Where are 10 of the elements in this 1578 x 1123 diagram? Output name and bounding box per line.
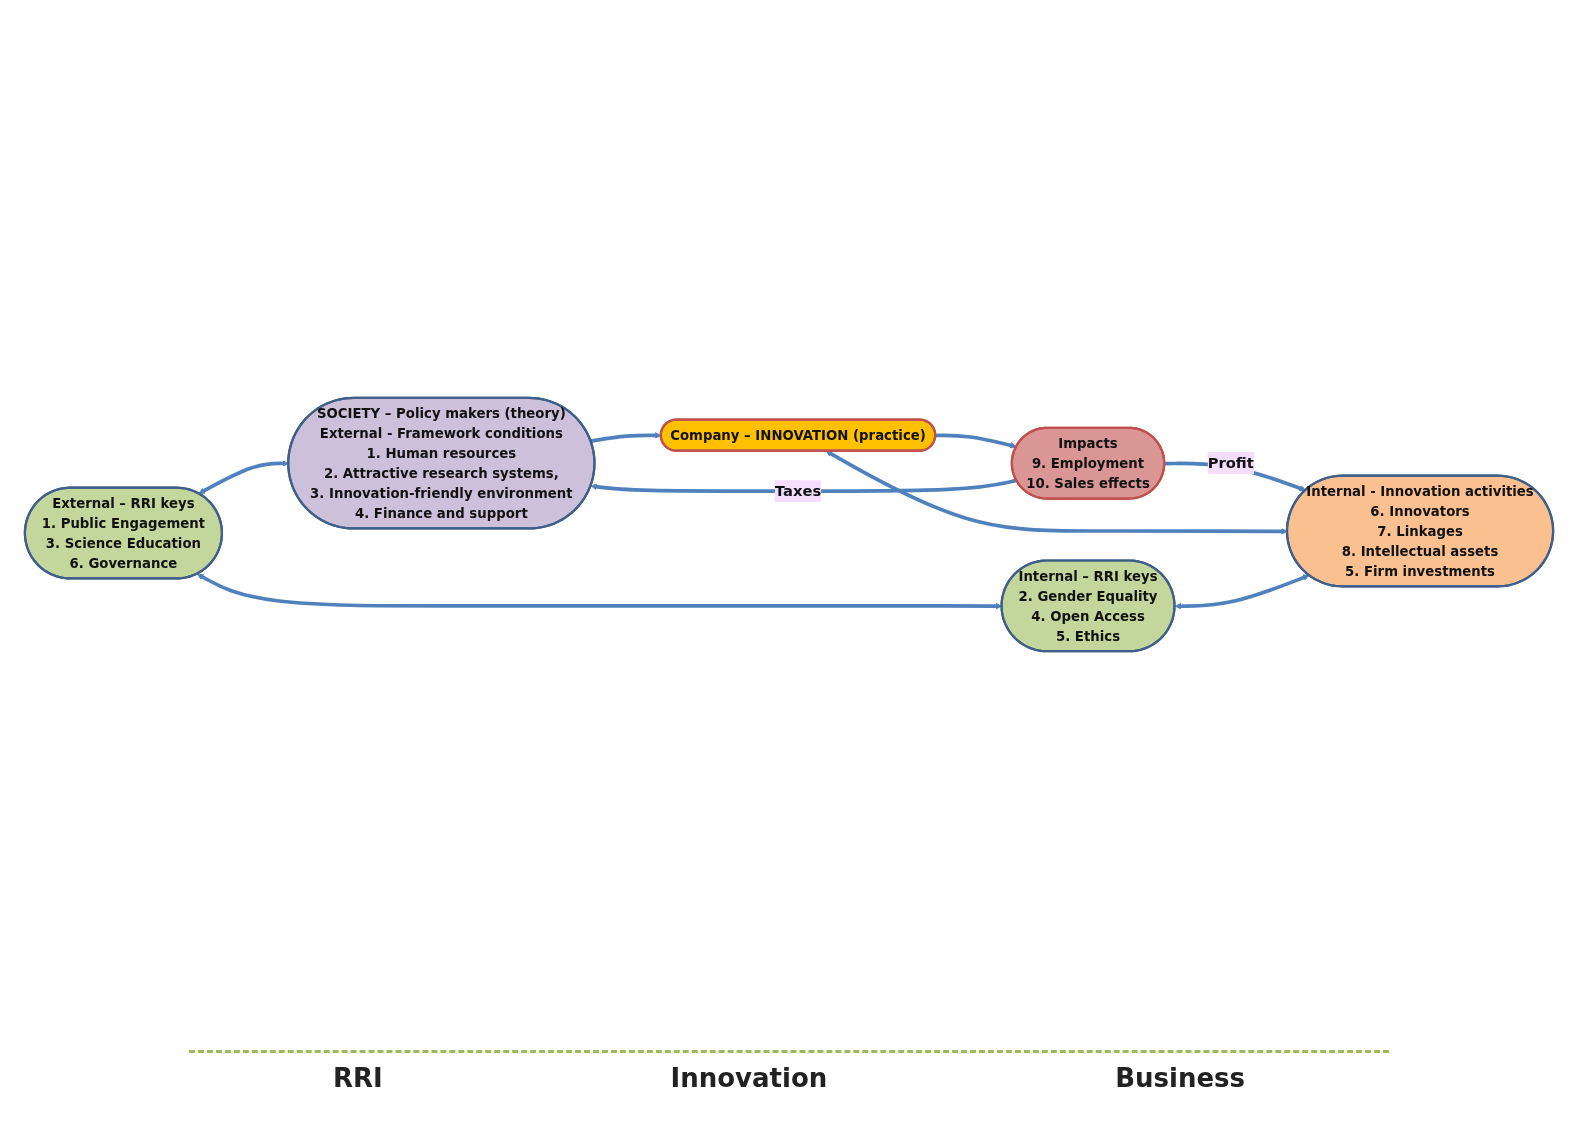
arrow [198,460,289,495]
arrow [590,479,1017,494]
axis-label: Business [1115,1063,1245,1093]
arrow [825,451,1288,536]
edge-label: Taxes [774,482,822,501]
arrow [1174,574,1310,610]
edge-label: Profit [1207,454,1254,473]
axis-label: RRI [332,1063,383,1093]
axis-label: Innovation [670,1063,828,1093]
arrow [935,434,1017,449]
